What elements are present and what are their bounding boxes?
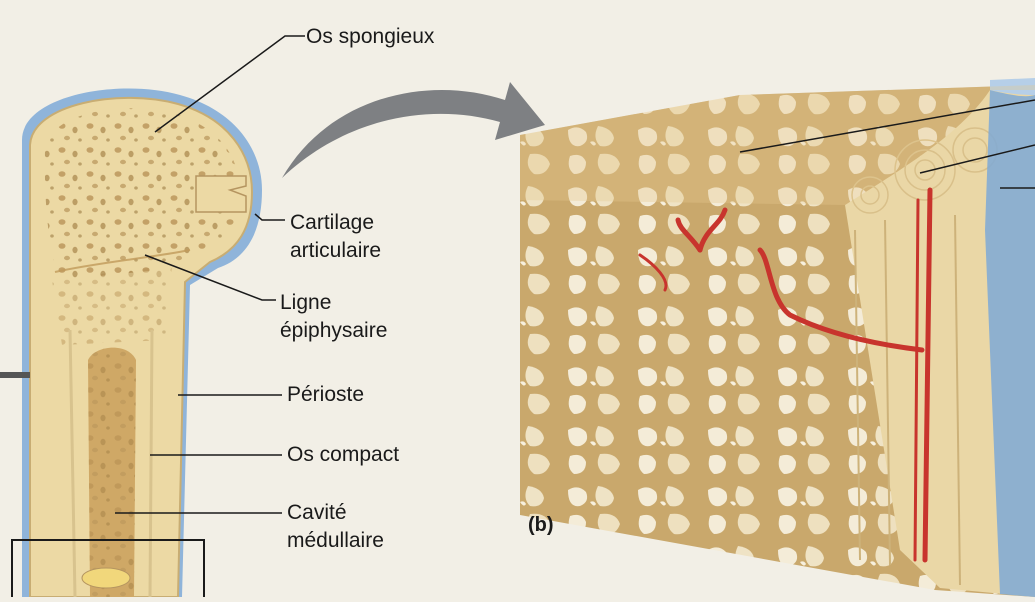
label-ligne-line1: Ligne bbox=[280, 290, 331, 316]
label-cavite-line2: médullaire bbox=[287, 528, 384, 554]
label-perioste: Périoste bbox=[287, 382, 364, 408]
inset-bone-section bbox=[82, 568, 130, 588]
label-ligne-line2: épiphysaire bbox=[280, 318, 387, 344]
spongy-bone-block bbox=[520, 78, 1035, 597]
panel-label-b: (b) bbox=[528, 512, 554, 538]
label-cartilage-line2: articulaire bbox=[290, 238, 381, 264]
long-bone-section bbox=[12, 89, 262, 597]
label-cavite-line1: Cavité bbox=[287, 500, 347, 526]
marrow-texture bbox=[88, 348, 136, 597]
label-os-compact: Os compact bbox=[287, 442, 399, 468]
notch-cut bbox=[196, 176, 246, 212]
compact-wall-right bbox=[150, 330, 152, 597]
label-os-spongieux: Os spongieux bbox=[306, 24, 434, 50]
zoom-arrow bbox=[282, 82, 545, 178]
label-cartilage-line1: Cartilage bbox=[290, 210, 374, 236]
